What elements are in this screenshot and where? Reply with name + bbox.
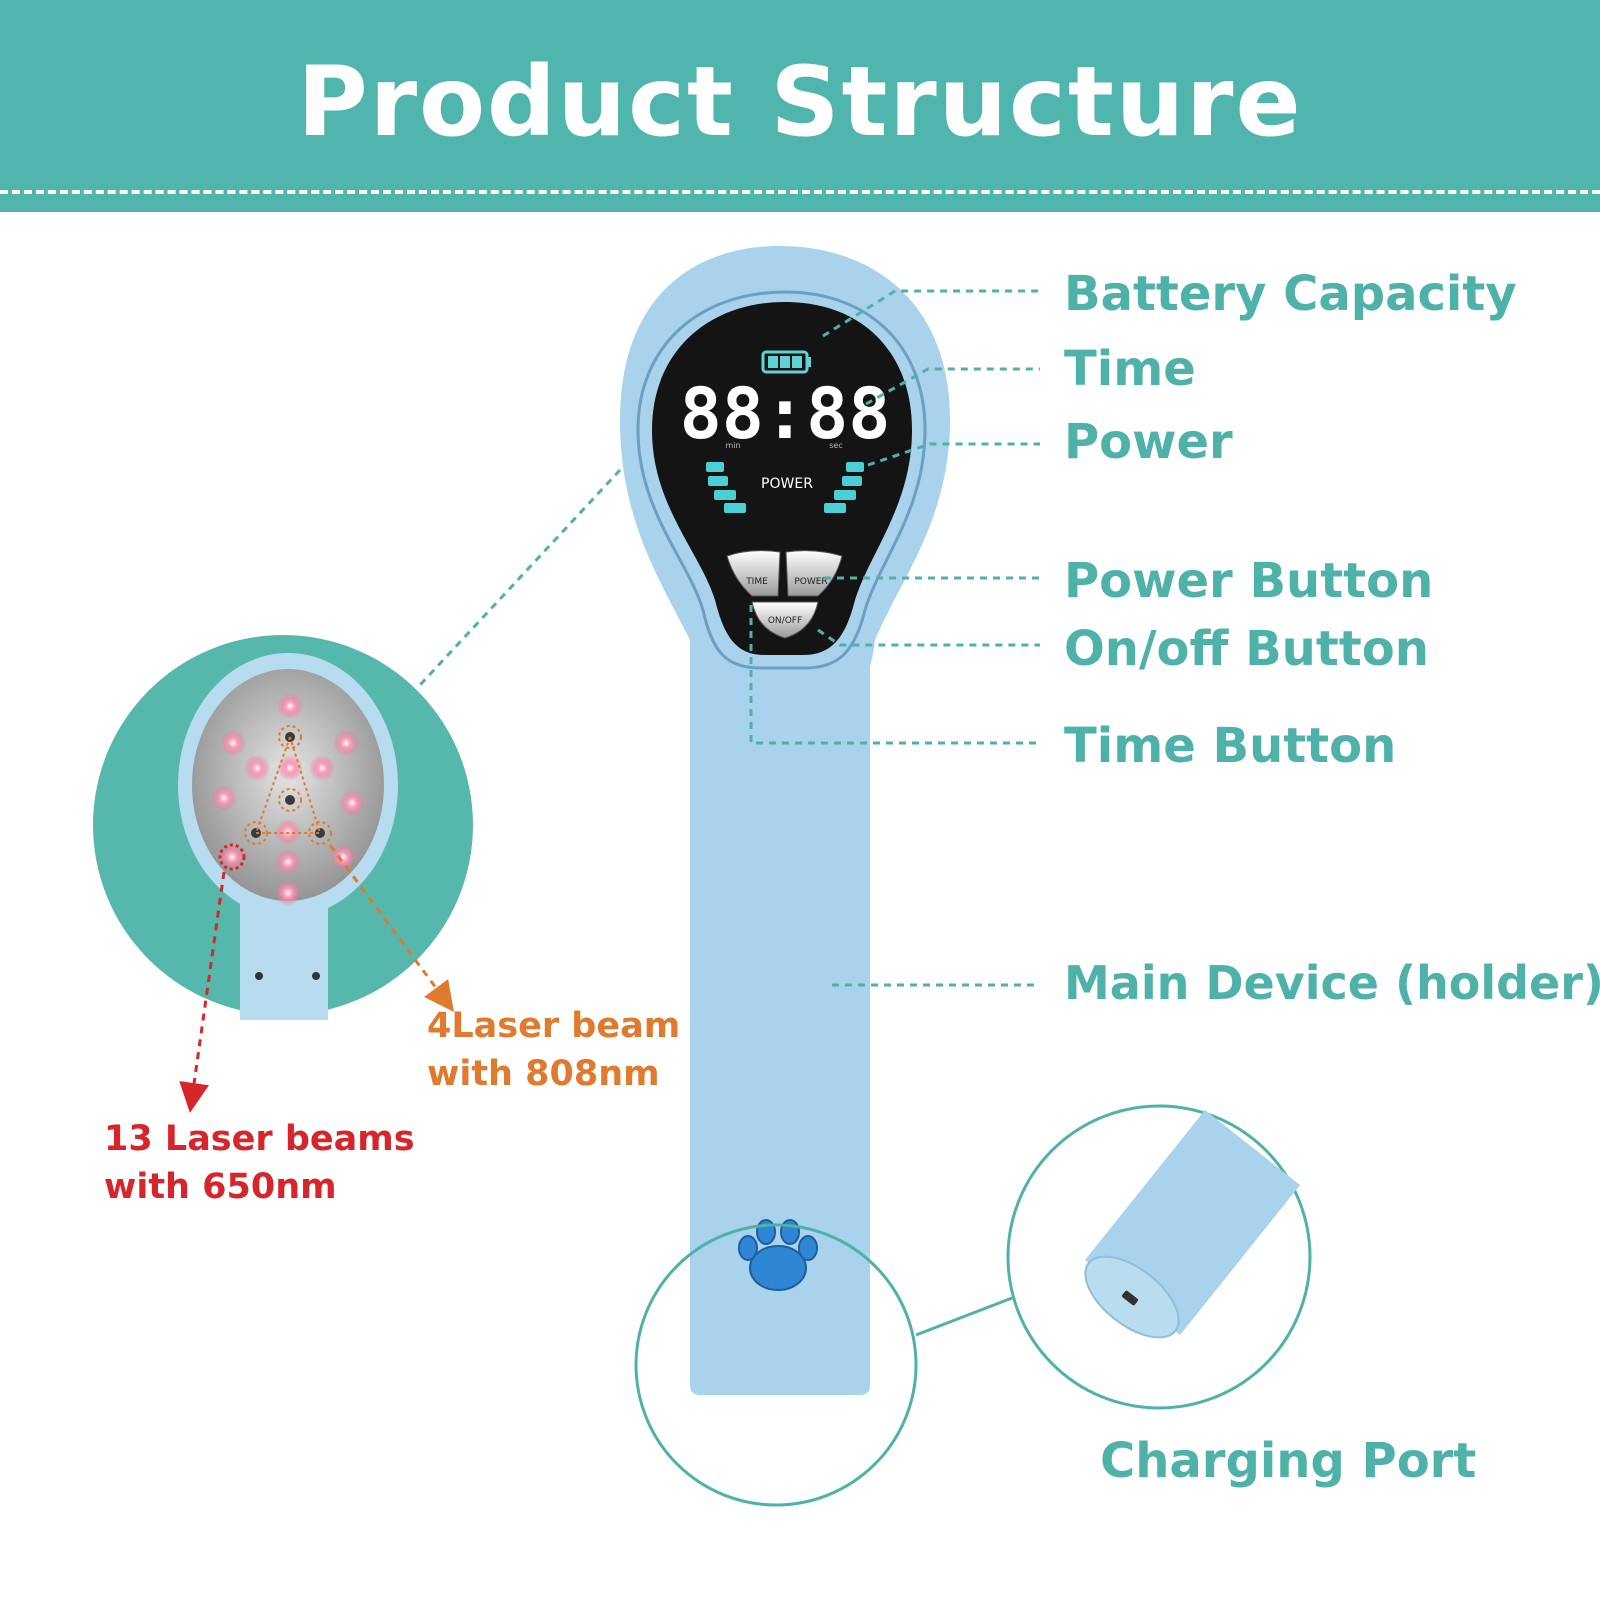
callout-onoff-button: On/off Button [1064, 621, 1429, 677]
callout-power: Power [1064, 414, 1233, 470]
callout-power-button: Power Button [1064, 553, 1434, 609]
leader-laser-head [418, 468, 622, 687]
leader-power [867, 442, 1040, 467]
header-dashed-divider [0, 190, 1600, 194]
laser-808nm-points [251, 732, 325, 838]
zoom-circle [634, 1223, 918, 1507]
header-banner: Product Structure [0, 0, 1600, 212]
page-title: Product Structure [297, 46, 1303, 158]
arrow-808nm [328, 844, 454, 1013]
time-display: 88:88 [680, 373, 891, 455]
onoff-button[interactable]: ON/OFF [751, 601, 819, 639]
sec-label: sec [829, 441, 843, 450]
charging-port-inset [1006, 1104, 1312, 1410]
leader-battery [822, 289, 1040, 338]
time-button-label: TIME [745, 577, 768, 587]
power-button-label: POWER [794, 577, 827, 587]
device-handle [690, 640, 870, 1395]
laser-650nm-line-1: 13 Laser beams [104, 1119, 415, 1159]
callout-time: Time [1064, 341, 1196, 397]
onoff-button-label: ON/OFF [768, 616, 802, 626]
power-label: POWER [761, 476, 813, 492]
laser-650nm-line-2: with 650nm [104, 1167, 337, 1207]
charging-port-connector [915, 1296, 1013, 1337]
main-device: 88:88 min sec POWER TIME POWER ON/OFF [620, 246, 950, 1395]
leader-time [865, 367, 1040, 406]
min-label: min [725, 441, 740, 450]
leader-onoff-button [817, 628, 1040, 647]
time-button[interactable]: TIME [726, 550, 781, 597]
device-head-rim [636, 290, 927, 670]
callout-charging-port: Charging Port [1100, 1433, 1477, 1489]
callout-time-button: Time Button [1064, 718, 1397, 774]
power-button[interactable]: POWER [785, 550, 843, 597]
usb-port-icon [1122, 1290, 1138, 1306]
laser-650-marker [218, 843, 246, 871]
leader-lines [418, 289, 1040, 987]
battery-icon [761, 350, 811, 374]
laser-808nm-line-1: 4Laser beam [427, 1006, 681, 1046]
callout-laser-808nm: 4Laser beam with 808nm [427, 1002, 680, 1098]
leader-time-button [749, 605, 1040, 745]
laser-808-markers [244, 725, 332, 845]
callout-battery-capacity: Battery Capacity [1064, 266, 1517, 322]
power-gauge [706, 462, 864, 513]
display-panel [652, 302, 912, 655]
laser-808nm-line-2: with 808nm [427, 1054, 660, 1094]
callout-main-device: Main Device (holder) [1064, 956, 1600, 1010]
callout-laser-650nm: 13 Laser beams with 650nm [104, 1115, 415, 1211]
laser-650nm-points [211, 693, 365, 906]
